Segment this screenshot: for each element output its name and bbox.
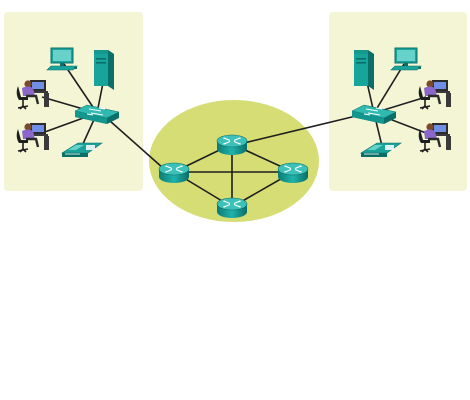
desktop-pc-icon[interactable] [390, 47, 422, 71]
link-right-switch-router-north [243, 115, 357, 144]
link-left-switch-router-west [109, 120, 164, 169]
server-icon[interactable] [354, 50, 374, 90]
router-icon[interactable] [158, 162, 190, 184]
wan-core-cloud [149, 100, 319, 222]
server-icon[interactable] [94, 50, 114, 90]
router-icon[interactable] [216, 134, 248, 156]
link-right-switch-pc [373, 63, 405, 114]
router-icon[interactable] [216, 197, 248, 219]
desktop-pc-icon[interactable] [46, 47, 78, 71]
router-icon[interactable] [277, 162, 309, 184]
link-left-switch-pc [63, 63, 98, 114]
left-lan-panel [4, 12, 143, 191]
